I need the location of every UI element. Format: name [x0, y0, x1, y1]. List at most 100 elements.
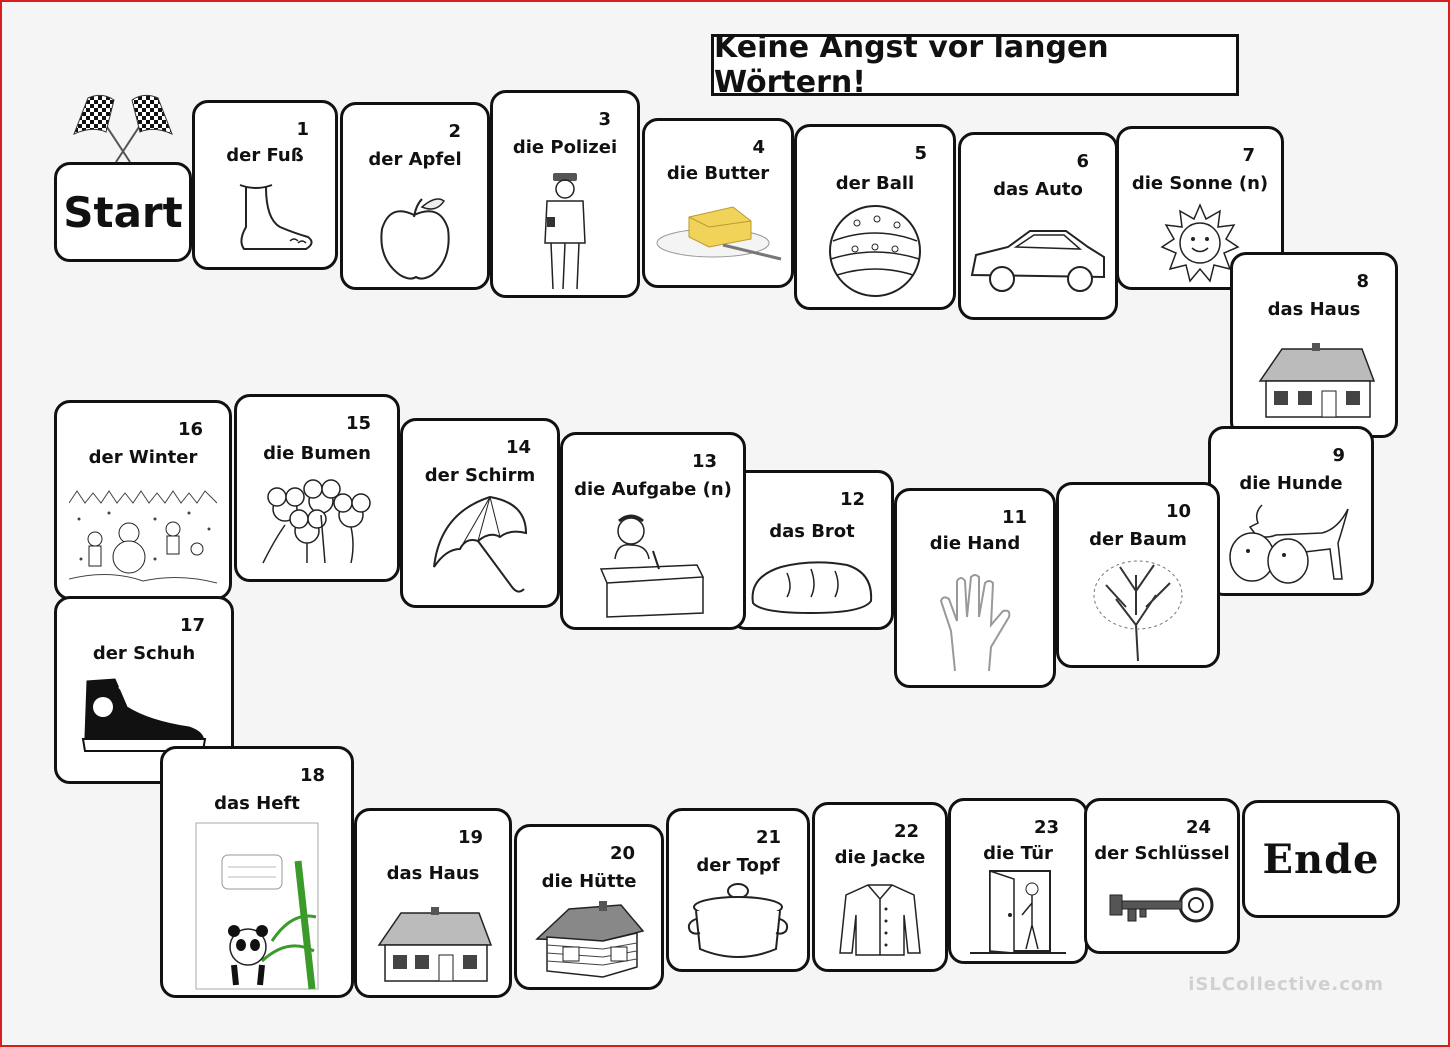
tile-number: 17 — [179, 615, 205, 636]
start-label: Start — [63, 187, 183, 237]
tile-number: 5 — [914, 143, 927, 164]
tile-number: 22 — [893, 821, 919, 842]
tile-number: 1 — [296, 119, 309, 140]
tile-number: 16 — [177, 419, 203, 440]
tile-word: der Topf — [696, 855, 780, 876]
tile-word: das Haus — [1267, 299, 1361, 320]
winter-icon — [69, 490, 217, 584]
tile-word: das Heft — [214, 793, 300, 814]
tile-number: 23 — [1033, 817, 1059, 838]
watermark: iSLCollective.com — [1188, 974, 1384, 995]
tile-word: die Hütte — [541, 871, 637, 892]
house-icon — [1258, 343, 1376, 418]
tile-word: der Fuß — [226, 145, 304, 166]
tile-24[interactable]: 24 der Schlüssel — [1084, 798, 1240, 954]
tile-10[interactable]: 10 der Baum — [1056, 482, 1220, 668]
tile-word: die Aufgabe (n) — [574, 479, 732, 500]
hand-icon — [939, 574, 1011, 672]
tile-number: 19 — [457, 827, 483, 848]
house-icon — [377, 907, 493, 982]
tile-21[interactable]: 21 der Topf — [666, 808, 810, 972]
tile-word: die Bumen — [263, 443, 371, 464]
policeman-icon — [544, 173, 586, 290]
tile-18[interactable]: 18 das Heft — [160, 746, 354, 998]
tile-number: 7 — [1242, 145, 1255, 166]
tile-word: der Winter — [88, 447, 198, 468]
tile-word: die Jacke — [834, 847, 926, 868]
tile-22[interactable]: 22 die Jacke — [812, 802, 948, 972]
hut-icon — [535, 901, 645, 978]
tile-number: 24 — [1185, 817, 1211, 838]
flowers-icon — [262, 479, 371, 564]
tile-16[interactable]: 16 der Winter — [54, 400, 232, 600]
tile-number: 21 — [755, 827, 781, 848]
tile-word: die Tür — [983, 843, 1053, 864]
tree-icon — [1093, 560, 1183, 662]
tile-word: die Hand — [929, 533, 1021, 554]
tile-20[interactable]: 20 die Hütte — [514, 824, 664, 990]
tile-word: der Baum — [1089, 529, 1187, 550]
tile-number: 2 — [448, 121, 461, 142]
tile-word: die Butter — [666, 163, 770, 184]
tile-word: die Sonne (n) — [1131, 173, 1269, 194]
tile-5[interactable]: 5 der Ball — [794, 124, 956, 310]
shoe-icon — [81, 678, 207, 752]
tile-word: das Haus — [386, 863, 480, 884]
checkered-flags-icon — [73, 94, 173, 163]
apple-icon — [380, 198, 450, 280]
tile-11[interactable]: 11 die Hand — [894, 488, 1056, 688]
tile-3[interactable]: 3 die Polizei — [490, 90, 640, 298]
tile-4[interactable]: 4 die Butter — [642, 118, 794, 288]
tile-7[interactable]: 7 die Sonne (n) — [1116, 126, 1284, 290]
tile-number: 20 — [609, 843, 635, 864]
car-icon — [970, 230, 1105, 292]
tile-number: 12 — [839, 489, 865, 510]
jacket-icon — [839, 884, 921, 956]
tile-number: 6 — [1076, 151, 1089, 172]
ball-icon — [829, 205, 921, 297]
tile-number: 11 — [1001, 507, 1027, 528]
end-tile[interactable]: Ende — [1242, 800, 1400, 918]
tile-word: die Hunde — [1239, 473, 1343, 494]
tile-word: der Schlüssel — [1094, 843, 1230, 864]
tile-word: der Schirm — [424, 465, 536, 486]
tile-number: 3 — [598, 109, 611, 130]
tile-6[interactable]: 6 das Auto — [958, 132, 1118, 320]
homework-icon — [599, 514, 705, 618]
tile-2[interactable]: 2 der Apfel — [340, 102, 490, 290]
tile-word: das Auto — [993, 179, 1083, 200]
butter-icon — [656, 206, 782, 261]
start-tile[interactable]: Start — [54, 162, 192, 262]
end-label: Ende — [1262, 835, 1380, 883]
tile-number: 9 — [1332, 445, 1345, 466]
tile-8[interactable]: 8 das Haus — [1230, 252, 1398, 438]
tile-12[interactable]: 12 das Brot — [730, 470, 894, 630]
key-icon — [1109, 887, 1214, 923]
tile-number: 15 — [345, 413, 371, 434]
notebook-icon — [195, 822, 319, 990]
dogs-icon — [1229, 504, 1349, 584]
tile-number: 13 — [691, 451, 717, 472]
tile-word: die Polizei — [512, 137, 618, 158]
bread-icon — [751, 561, 873, 615]
tile-number: 8 — [1356, 271, 1369, 292]
door-icon — [970, 869, 1066, 954]
tile-13[interactable]: 13 die Aufgabe (n) — [560, 432, 746, 630]
tile-1[interactable]: 1 der Fuß — [192, 100, 338, 270]
page-title: Keine Angst vor langen Wörtern! — [711, 30, 1239, 100]
tile-word: das Brot — [769, 521, 855, 542]
tile-number: 4 — [752, 137, 765, 158]
tile-19[interactable]: 19 das Haus — [354, 808, 512, 998]
tile-14[interactable]: 14 der Schirm — [400, 418, 560, 608]
tile-number: 14 — [505, 437, 531, 458]
tile-number: 18 — [299, 765, 325, 786]
tile-9[interactable]: 9 die Hunde — [1208, 426, 1374, 596]
foot-icon — [239, 184, 313, 250]
tile-number: 10 — [1165, 501, 1191, 522]
tile-15[interactable]: 15 die Bumen — [234, 394, 400, 582]
umbrella-icon — [433, 495, 528, 593]
tile-word: der Schuh — [92, 643, 196, 664]
tile-word: der Apfel — [368, 149, 462, 170]
tile-23[interactable]: 23 die Tür — [948, 798, 1088, 964]
